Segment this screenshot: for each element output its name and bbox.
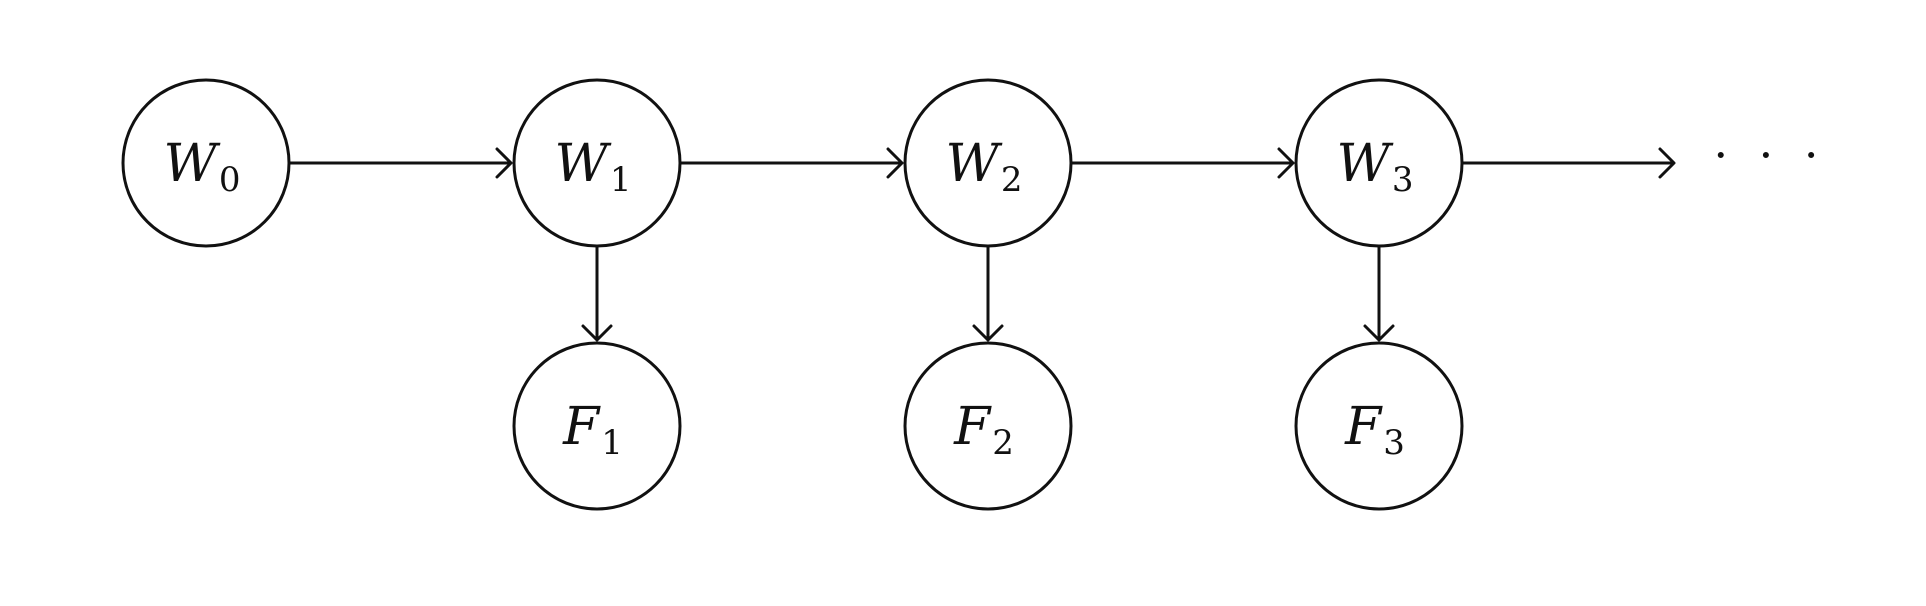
node-f2: F2 — [903, 341, 1073, 511]
node-label-base: F — [1344, 397, 1383, 457]
node-label: W3 — [1336, 134, 1413, 200]
edge-w0-w1 — [289, 147, 513, 179]
node-label-base: W — [1336, 134, 1393, 194]
node-circle — [121, 78, 291, 248]
node-circle — [512, 78, 682, 248]
edge-w2-f2 — [972, 246, 1004, 342]
node-label-base: W — [163, 134, 220, 194]
node-label: W2 — [945, 134, 1022, 200]
arrowhead — [495, 147, 513, 179]
node-label: F2 — [953, 397, 1014, 463]
edge-w3-continuation — [1462, 147, 1676, 179]
node-circle — [903, 341, 1073, 511]
node-circle — [1294, 341, 1464, 511]
arrowhead — [581, 324, 613, 342]
arrowhead — [886, 147, 904, 179]
node-circle — [1294, 78, 1464, 248]
node-label-subscript: 3 — [1392, 160, 1414, 200]
edges-layer — [289, 147, 1676, 342]
node-w1: W1 — [512, 78, 682, 248]
arrowhead — [1363, 324, 1395, 342]
edge-w3-f3 — [1363, 246, 1395, 342]
arrowhead — [1277, 147, 1295, 179]
edge-w1-f1 — [581, 246, 613, 342]
node-f3: F3 — [1294, 341, 1464, 511]
arrowhead — [972, 324, 1004, 342]
node-w3: W3 — [1294, 78, 1464, 248]
arrowhead — [1658, 147, 1676, 179]
node-label-subscript: 1 — [601, 423, 623, 463]
node-label: F3 — [1344, 397, 1405, 463]
node-label-base: F — [562, 397, 601, 457]
node-label: W1 — [554, 134, 631, 200]
edge-w2-w3 — [1071, 147, 1295, 179]
node-label-subscript: 2 — [992, 423, 1014, 463]
node-circle — [512, 341, 682, 511]
node-label-base: F — [953, 397, 992, 457]
node-label-subscript: 0 — [219, 160, 241, 200]
node-label: W0 — [163, 134, 240, 200]
edge-w1-w2 — [680, 147, 904, 179]
node-label-subscript: 2 — [1001, 160, 1023, 200]
node-w0: W0 — [121, 78, 291, 248]
node-label-subscript: 3 — [1383, 423, 1405, 463]
node-circle — [903, 78, 1073, 248]
continuation-ellipsis: · · · — [1713, 128, 1826, 182]
node-w2: W2 — [903, 78, 1073, 248]
node-label-base: W — [945, 134, 1002, 194]
node-label-base: W — [554, 134, 611, 194]
node-f1: F1 — [512, 341, 682, 511]
node-label-subscript: 1 — [610, 160, 632, 200]
node-label: F1 — [562, 397, 623, 463]
